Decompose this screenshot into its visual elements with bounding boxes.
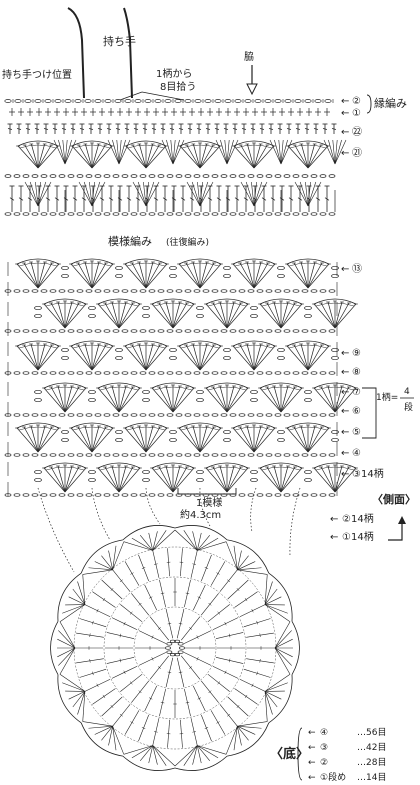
bottom-row-arrow-0: ← — [308, 728, 316, 738]
bottom-row-count-1: …42目 — [357, 742, 386, 753]
one-pattern-size: 約4.3cm — [180, 508, 221, 521]
pattern-row-1-arrow: ← — [341, 348, 349, 359]
side-seam-label: 脇 — [244, 51, 254, 63]
border-title: 縁編み — [366, 94, 407, 114]
top-labels: 持ち手 持ち手つけ位置 1柄から 8目拾う 脇 — [2, 34, 258, 101]
pattern-row-3-arrow: ← — [341, 387, 349, 398]
pattern-note: (往復編み) — [166, 236, 209, 248]
bottom-row-arrow-2: ← — [308, 758, 316, 768]
one-pattern-label: 1模様 — [196, 496, 222, 509]
border-row-2: ② — [352, 96, 361, 107]
handle-strands — [67, 7, 133, 99]
pattern-row-4: ⑥ — [352, 406, 361, 417]
row-22-arrow: ← — [341, 127, 349, 138]
pick-up-label-2: 8目拾う — [160, 80, 196, 93]
border-row-1: ① — [352, 108, 361, 119]
border-band — [4, 99, 334, 116]
bottom-row-1: ③ — [320, 743, 328, 753]
pattern-row-7: ③14柄 — [352, 467, 384, 480]
bottom-round-chart — [50, 525, 300, 771]
pattern-row-6-arrow: ← — [341, 448, 349, 459]
side-row-2-text: ②14柄 — [342, 512, 374, 525]
repeat-bracket: 1柄= 4 段 — [362, 387, 414, 439]
pattern-row-7-arrow: ← — [341, 469, 349, 480]
repeat-denominator: 段 — [404, 401, 413, 413]
pattern-title-text: 模様編み — [108, 234, 152, 248]
pattern-row-2-arrow: ← — [341, 367, 349, 378]
side-row-1-text: ①14柄 — [342, 530, 374, 543]
bottom-row-2: ② — [320, 758, 328, 768]
row-21: ㉑ — [352, 147, 362, 159]
bottom-row-0: ④ — [320, 728, 328, 738]
side-row-1: ← — [330, 532, 338, 543]
pattern-title: 模様編み (往復編み) — [108, 234, 209, 248]
pattern-row-3: ⑦ — [352, 387, 361, 398]
border-title-text: 縁編み — [374, 96, 407, 110]
bottom-brace — [297, 727, 303, 781]
row-22: ㉒ — [352, 126, 362, 138]
bottom-row-3: ①段め — [320, 771, 346, 783]
bottom-row-arrow-1: ← — [308, 743, 316, 753]
side-row-2: ← — [330, 514, 338, 525]
upper-pattern-band — [4, 123, 347, 216]
side-section: 〈側面〉 ← ②14柄 ← ①14柄 — [330, 492, 416, 543]
bottom-row-count-0: …56目 — [357, 727, 386, 738]
pattern-row-5: ⑤ — [352, 427, 361, 438]
row-markers: ←②←①←㉒←㉑←⑬←⑨←⑧←⑦←⑥←⑤←④←③14柄 — [341, 96, 384, 480]
bottom-title: 〈底〉 — [270, 746, 309, 762]
pattern-row-5-arrow: ← — [341, 427, 349, 438]
pattern-row-4-arrow: ← — [341, 406, 349, 417]
bottom-row-arrow-3: ← — [308, 773, 316, 783]
repeat-prefix: 1柄= — [376, 391, 398, 403]
one-pattern-indicator: 1模様 約4.3cm — [177, 488, 237, 521]
bottom-row-count-2: …28目 — [357, 757, 386, 768]
pick-up-label-1: 1柄から — [156, 67, 192, 80]
side-title: 〈側面〉 — [372, 492, 416, 506]
pattern-row-2: ⑧ — [352, 367, 361, 378]
pattern-row-0-arrow: ← — [341, 264, 349, 275]
connector-lines — [37, 487, 301, 573]
repeat-numerator: 4 — [404, 387, 410, 397]
border-row-2-arrow: ← — [341, 96, 349, 107]
bottom-row-count-3: …14目 — [357, 772, 386, 783]
pattern-row-0: ⑬ — [352, 263, 362, 275]
bottom-legend: 〈底〉 ← ④ …56目 ← ③ …42目 ← ② …28目 ← ①段め …14目 — [270, 727, 386, 783]
pattern-row-6: ④ — [352, 448, 361, 459]
border-row-1-arrow: ← — [341, 108, 349, 119]
pattern-row-1: ⑨ — [352, 348, 361, 359]
handle-label: 持ち手 — [103, 34, 136, 48]
handle-position-label: 持ち手つけ位置 — [2, 68, 72, 81]
row-21-arrow: ← — [341, 148, 349, 159]
main-pattern-band — [4, 258, 358, 497]
